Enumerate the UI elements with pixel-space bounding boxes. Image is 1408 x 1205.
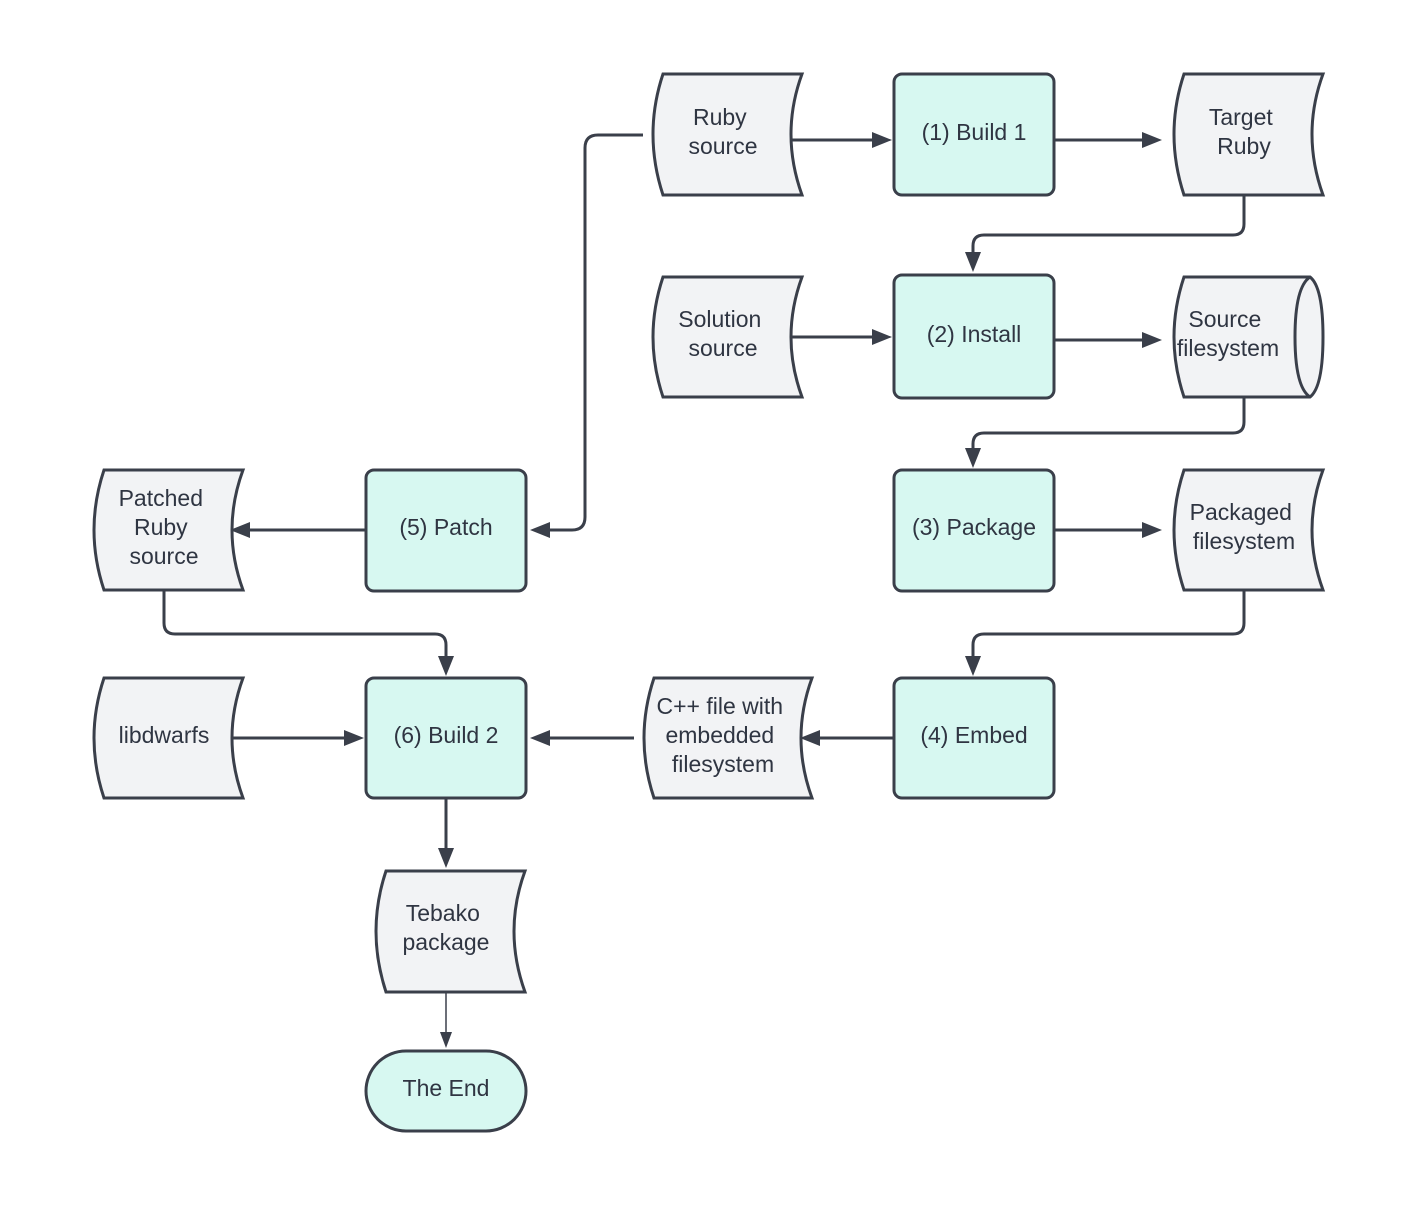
stored-data-shape bbox=[1172, 468, 1326, 592]
node-ruby-source[interactable]: Ruby source bbox=[651, 72, 805, 197]
arrowhead bbox=[530, 730, 550, 746]
arrowhead bbox=[872, 329, 892, 345]
edge-target-ruby-to-install bbox=[971, 195, 1246, 256]
node-label: (1) Build 1 bbox=[922, 119, 1027, 145]
node-label: Packaged filesystem bbox=[1190, 499, 1299, 554]
stored-data-shape bbox=[651, 72, 805, 197]
arrowhead bbox=[1142, 132, 1162, 148]
stored-data-shape bbox=[1172, 72, 1326, 197]
arrowhead bbox=[965, 448, 981, 468]
node-label: C++ file with embedded filesystem bbox=[657, 693, 790, 777]
stored-data-shape bbox=[374, 869, 528, 994]
arrowhead bbox=[230, 522, 250, 538]
node-label: (5) Patch bbox=[399, 514, 492, 540]
process-shape bbox=[892, 676, 1056, 800]
node-tebako-package[interactable]: Tebako package bbox=[374, 869, 528, 994]
edge-ruby-source-to-patch bbox=[546, 133, 643, 532]
node-label: (3) Package bbox=[912, 514, 1036, 540]
process-shape bbox=[364, 676, 528, 800]
arrowhead bbox=[1142, 522, 1162, 538]
nodes: Ruby source (1) Build 1 Target Ruby Solu… bbox=[92, 72, 1326, 1133]
node-label: (2) Install bbox=[927, 321, 1022, 347]
edge-source-filesystem-to-package bbox=[971, 397, 1246, 452]
node-patched-ruby-source[interactable]: Patched Ruby source bbox=[92, 468, 246, 592]
node-patch[interactable]: (5) Patch bbox=[364, 468, 528, 593]
node-source-filesystem[interactable]: Source filesystem bbox=[1172, 275, 1325, 399]
node-label: (4) Embed bbox=[920, 722, 1027, 748]
node-solution-source[interactable]: Solution source bbox=[651, 275, 805, 399]
process-shape bbox=[892, 72, 1056, 197]
cylinder-inner-curve bbox=[1293, 275, 1311, 399]
node-label: Solution source bbox=[678, 306, 768, 361]
node-label: Tebako package bbox=[403, 900, 490, 955]
node-build2[interactable]: (6) Build 2 bbox=[364, 676, 528, 800]
node-label: Target Ruby bbox=[1209, 104, 1279, 159]
node-install[interactable]: (2) Install bbox=[892, 273, 1056, 400]
node-label: (6) Build 2 bbox=[394, 722, 499, 748]
stored-data-shape bbox=[92, 468, 246, 592]
edge-packaged-filesystem-to-embed bbox=[971, 590, 1246, 660]
node-the-end[interactable]: The End bbox=[364, 1049, 528, 1133]
arrowhead bbox=[1142, 332, 1162, 348]
process-shape bbox=[892, 468, 1056, 593]
node-label: Ruby source bbox=[688, 104, 757, 159]
node-label: libdwarfs bbox=[119, 722, 210, 748]
node-libdwarfs[interactable]: libdwarfs bbox=[92, 676, 246, 800]
node-target-ruby[interactable]: Target Ruby bbox=[1172, 72, 1326, 197]
stored-data-shape bbox=[92, 676, 246, 800]
node-label: Source filesystem bbox=[1177, 306, 1279, 361]
node-label: Patched Ruby source bbox=[119, 485, 210, 569]
process-shape bbox=[892, 273, 1056, 400]
node-embed[interactable]: (4) Embed bbox=[892, 676, 1056, 800]
node-packaged-filesystem[interactable]: Packaged filesystem bbox=[1172, 468, 1326, 592]
arrowhead bbox=[872, 132, 892, 148]
arrowhead bbox=[344, 730, 364, 746]
node-build1[interactable]: (1) Build 1 bbox=[892, 72, 1056, 197]
arrowhead bbox=[965, 656, 981, 676]
arrowhead bbox=[440, 1032, 452, 1048]
arrowhead bbox=[965, 252, 981, 272]
node-package[interactable]: (3) Package bbox=[892, 468, 1056, 593]
edge-patched-ruby-source-to-build2 bbox=[162, 590, 448, 660]
cylinder-shape bbox=[1172, 275, 1325, 399]
terminator-shape bbox=[364, 1049, 528, 1133]
node-cpp-file[interactable]: C++ file with embedded filesystem bbox=[642, 676, 815, 800]
node-label: The End bbox=[403, 1075, 490, 1101]
stored-data-shape bbox=[642, 676, 815, 800]
arrowhead bbox=[800, 730, 820, 746]
stored-data-shape bbox=[651, 275, 805, 399]
arrowhead bbox=[530, 522, 550, 538]
arrowhead bbox=[438, 656, 454, 676]
process-shape bbox=[364, 468, 528, 593]
edges bbox=[162, 132, 1246, 1048]
arrowhead bbox=[438, 848, 454, 868]
